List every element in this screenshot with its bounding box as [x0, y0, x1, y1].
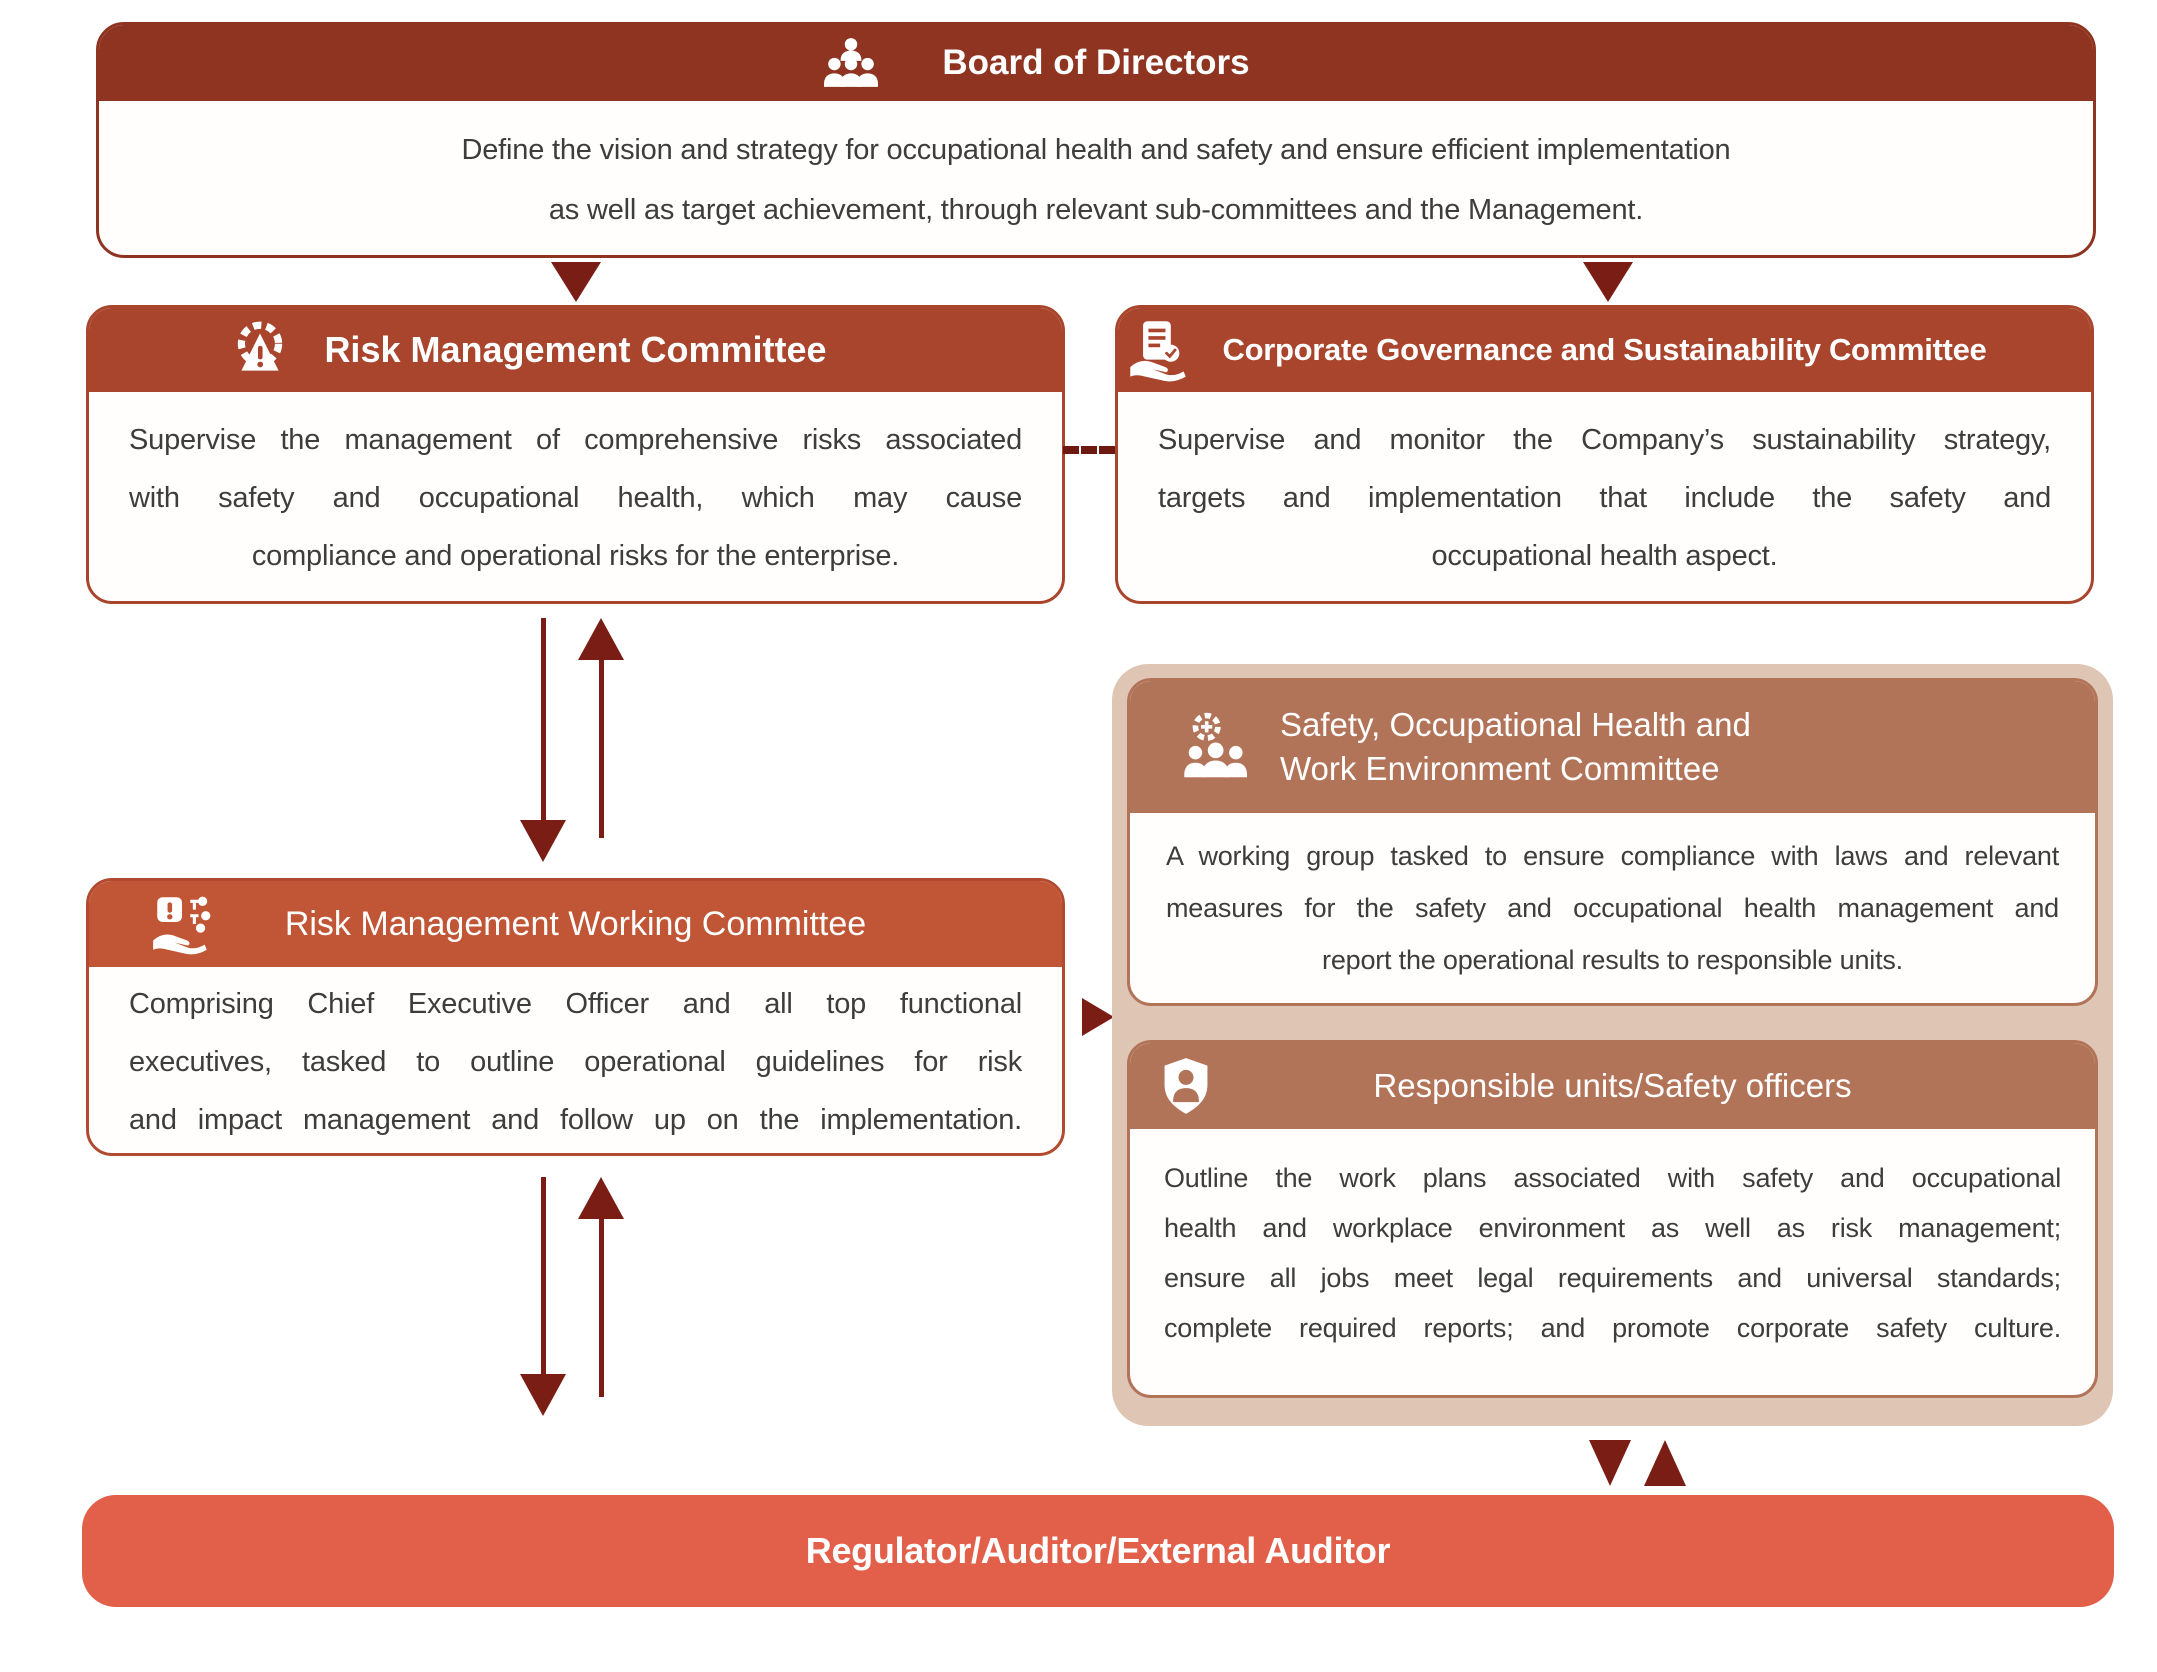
people-gear-icon: [1182, 710, 1256, 784]
responsible-units-body: Outline the work plans associated with s…: [1130, 1129, 2095, 1395]
up-arrow-icon: [578, 1177, 624, 1219]
down-arrow-icon: [520, 1374, 566, 1416]
body-line: compliance and operational risks for the…: [251, 540, 900, 572]
down-arrow-icon: [520, 820, 566, 862]
body-line: ensure all jobs meet legal requirements …: [1164, 1263, 2061, 1293]
body-line: Supervise the management of comprehensiv…: [129, 424, 1022, 456]
risk-committee-body: Supervise the management of comprehensiv…: [89, 392, 1062, 601]
regulator-bar: Regulator/Auditor/External Auditor: [82, 1495, 2114, 1607]
corporate-committee-box: Corporate Governance and Sustainability …: [1115, 305, 2094, 604]
board-body: Define the vision and strategy for occup…: [99, 101, 2093, 255]
safety-committee-header: Safety, Occupational Health and Work Env…: [1130, 681, 2095, 813]
people-group-icon: [823, 37, 879, 89]
corporate-committee-header: Corporate Governance and Sustainability …: [1118, 308, 2091, 392]
board-header: Board of Directors: [99, 25, 2093, 101]
up-arrow-line: [599, 1217, 604, 1397]
board-title: Board of Directors: [942, 43, 1250, 82]
shield-person-icon: [1160, 1056, 1212, 1116]
safety-committee-box: Safety, Occupational Health and Work Env…: [1127, 678, 2098, 1006]
risk-committee-title: Risk Management Committee: [324, 329, 827, 370]
body-line: Outline the work plans associated with s…: [1164, 1163, 2061, 1193]
body-line: targets and implementation that include …: [1158, 482, 2051, 514]
arrow-down-icon: [1583, 262, 1633, 302]
board-box: Board of Directors Define the vision and…: [96, 22, 2096, 258]
working-committee-title: Risk Management Working Committee: [284, 904, 867, 943]
body-line: executives, tasked to outline operationa…: [129, 1045, 1022, 1078]
body-line: A working group tasked to ensure complia…: [1166, 841, 2059, 871]
responsible-units-header: Responsible units/Safety officers: [1130, 1043, 2095, 1129]
working-committee-body: Comprising Chief Executive Officer and a…: [89, 967, 1062, 1153]
working-committee-box: Risk Management Working Committee Compri…: [86, 878, 1065, 1156]
body-line: with safety and occupational health, whi…: [129, 482, 1022, 514]
risk-committee-header: Risk Management Committee: [89, 308, 1062, 392]
up-arrow-icon: [1644, 1440, 1686, 1486]
body-line: Supervise and monitor the Company’s sust…: [1158, 424, 2051, 456]
safety-committee-title: Safety, Occupational Health and Work Env…: [1280, 706, 1751, 787]
body-line: Comprising Chief Executive Officer and a…: [129, 987, 1022, 1020]
up-arrow-line: [599, 658, 604, 838]
risk-committee-box: Risk Management Committee Supervise the …: [86, 305, 1065, 604]
body-line: health and workplace environment as well…: [1164, 1213, 2061, 1243]
down-arrow-line: [541, 618, 546, 823]
checklist-hand-icon: [1126, 318, 1190, 382]
body-line: complete required reports; and promote c…: [1164, 1313, 2061, 1343]
gear-warning-icon: [229, 319, 291, 381]
body-line: as well as target achievement, through r…: [548, 193, 1644, 226]
corporate-committee-title: Corporate Governance and Sustainability …: [1222, 332, 1987, 367]
down-arrow-icon: [1589, 1440, 1631, 1486]
body-line: and impact management and follow up on t…: [129, 1103, 1022, 1136]
corporate-committee-body: Supervise and monitor the Company’s sust…: [1118, 392, 2091, 601]
body-line: report the operational results to respon…: [1322, 945, 1903, 975]
up-arrow-icon: [578, 618, 624, 660]
body-line: occupational health aspect.: [1431, 540, 1778, 572]
body-line: measures for the safety and occupational…: [1166, 893, 2059, 923]
working-committee-header: Risk Management Working Committee: [89, 881, 1062, 967]
regulator-label: Regulator/Auditor/External Auditor: [805, 1530, 1391, 1571]
arrow-right-icon: [1082, 998, 1114, 1036]
responsible-units-box: Responsible units/Safety officers Outlin…: [1127, 1040, 2098, 1398]
body-line: Define the vision and strategy for occup…: [461, 133, 1731, 166]
safety-committee-body: A working group tasked to ensure complia…: [1130, 813, 2095, 1003]
down-arrow-line: [541, 1177, 546, 1377]
alert-hand-icon: [149, 893, 215, 955]
responsible-units-title: Responsible units/Safety officers: [1373, 1067, 1852, 1104]
arrow-down-icon: [551, 262, 601, 302]
dashed-connector: [1063, 446, 1115, 454]
